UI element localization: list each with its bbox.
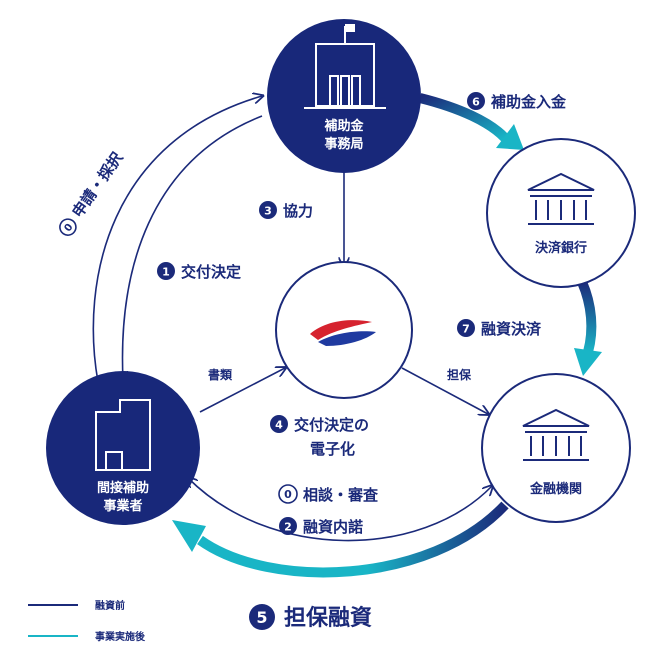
apply-arrow <box>92 96 262 383</box>
legend: 融資前 事業実施後 <box>28 599 146 643</box>
settlement-bank-node: 決済銀行 <box>486 138 636 288</box>
collateral-arrow <box>401 367 488 414</box>
step-digitize: 4 交付決定の 電子化 <box>270 415 369 458</box>
documents-arrow <box>199 368 285 413</box>
financial-institution-node: 金融機関 <box>481 373 631 523</box>
settlement-arrow <box>577 280 597 354</box>
business-label-line2: 事業者 <box>103 498 142 514</box>
step-approval-number: 2 <box>284 521 292 534</box>
payment-arrowhead <box>496 124 524 150</box>
step-consult: 0 相談・審査 <box>278 484 379 504</box>
settlement-bank-label: 決済銀行 <box>535 240 587 256</box>
consult-arrow <box>188 478 492 542</box>
step-settlement-text: 融資決済 <box>481 320 542 338</box>
step-consult-text: 相談・審査 <box>303 486 379 504</box>
step-payment: 6 補助金入金 <box>467 92 567 111</box>
bank-icon <box>527 172 595 225</box>
step-decision: 1 交付決定 <box>157 262 241 281</box>
step-payment-text: 補助金入金 <box>490 93 567 111</box>
step-loan: 5 担保融資 <box>249 604 372 631</box>
settlement-arrowhead <box>574 348 602 376</box>
payment-arrow <box>418 93 509 142</box>
loan-arrow <box>197 501 509 578</box>
step-approval-text: 融資内諾 <box>303 518 363 536</box>
documents-label: 書類 <box>208 367 233 382</box>
step-cooperation-text: 協力 <box>283 202 313 220</box>
building-outline-icon <box>95 399 151 471</box>
brand-logo-icon <box>310 320 376 346</box>
office-building-icon <box>304 24 386 109</box>
collateral-label: 担保 <box>447 367 472 382</box>
step-consult-number: 0 <box>284 488 292 501</box>
step-decision-number: 1 <box>162 266 170 279</box>
bank-icon <box>522 408 590 461</box>
step-decision-text: 交付決定 <box>181 263 241 281</box>
loan-arrowhead <box>172 520 206 552</box>
step-settlement-number: 7 <box>462 323 470 336</box>
step-loan-text: 担保融資 <box>284 605 372 631</box>
step-approval: 2 融資内諾 <box>279 517 363 536</box>
step-payment-number: 6 <box>472 96 480 109</box>
business-label-line1: 間接補助 <box>97 480 149 496</box>
decision-arrow <box>123 115 263 380</box>
office-label-line1: 補助金 <box>323 118 364 134</box>
step-apply-text: 申請・採択 <box>69 148 127 221</box>
step-digitize-number: 4 <box>275 419 283 432</box>
business-node: 間接補助 事業者 <box>46 371 200 525</box>
legend-label-after: 事業実施後 <box>95 630 146 643</box>
legend-label-before: 融資前 <box>95 599 125 612</box>
step-digitize-text2: 電子化 <box>310 440 355 458</box>
step-settlement: 7 融資決済 <box>457 319 542 338</box>
financial-institution-label: 金融機関 <box>529 481 582 497</box>
office-label-line2: 事務局 <box>324 136 363 152</box>
step-cooperation: 3 協力 <box>259 201 313 220</box>
step-loan-number: 5 <box>256 608 267 627</box>
center-node <box>275 261 413 399</box>
step-cooperation-number: 3 <box>264 205 272 218</box>
step-apply: 0 申請・採択 <box>59 148 127 236</box>
step-digitize-text1: 交付決定の <box>294 416 369 434</box>
office-node: 補助金 事務局 <box>267 19 421 173</box>
